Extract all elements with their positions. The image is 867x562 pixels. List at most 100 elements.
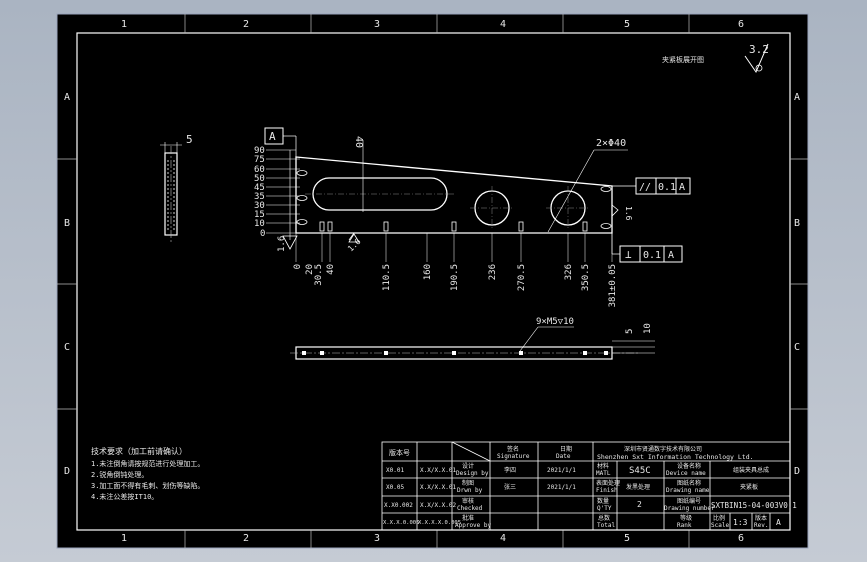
bottom-view: 9×M5▽10 5 10 [290, 317, 655, 360]
svg-text:X.X/X.X.01: X.X/X.X.01 [420, 467, 457, 474]
svg-text:组装夹具总成: 组装夹具总成 [733, 466, 769, 474]
zone-col-5-bottom: 5 [624, 533, 630, 544]
tb-scale-value: 1:3 [733, 518, 748, 527]
svg-text:Drwn by: Drwn by [457, 487, 483, 494]
svg-text:设计: 设计 [462, 462, 474, 470]
gdt-perpendicular: ⊥ 0.1 A [611, 233, 683, 263]
zone-col-5: 5 [624, 19, 630, 30]
technical-notes: 技术要求（加工前请确认） 1.未注倒角请按规范进行处理加工。 2.锐角倒钝处理。… [91, 446, 204, 501]
svg-text:SXTBIN15-04-003V0.1: SXTBIN15-04-003V0.1 [711, 501, 797, 510]
svg-text:MATL: MATL [596, 470, 611, 477]
tb-company-en: Shenzhen Sxt Information Technology Ltd. [597, 453, 754, 461]
svg-text:等级: 等级 [680, 514, 692, 522]
zone-row-b: B [64, 218, 70, 229]
note-line-3: 3.加工面不得有毛刺、划伤等缺陷。 [91, 481, 204, 490]
svg-text:3.2: 3.2 [749, 43, 769, 56]
svg-text:1.6: 1.6 [277, 236, 287, 252]
svg-text:X.X/X.X.01: X.X/X.X.01 [420, 484, 457, 491]
zone-col-4: 4 [500, 19, 506, 30]
bottom-dim-b: 10 [643, 323, 653, 334]
svg-text:批准: 批准 [462, 514, 474, 522]
bottom-dim-40: 40 [326, 264, 336, 275]
svg-text:版本: 版本 [755, 514, 767, 522]
svg-text:Drawing number: Drawing number [664, 505, 715, 512]
zone-row-a-right: A [794, 92, 800, 103]
svg-text:图纸名称: 图纸名称 [677, 479, 701, 487]
zone-row-a: A [64, 92, 70, 103]
bottom-dim-30-5: 30.5 [314, 264, 324, 286]
svg-text:0.1: 0.1 [643, 250, 661, 261]
left-height-60: 60 [254, 165, 265, 175]
zone-col-1-bottom: 1 [121, 533, 127, 544]
svg-text:Device name: Device name [666, 470, 706, 477]
svg-text:A: A [668, 250, 674, 261]
side-view: 5 [160, 133, 193, 242]
note-line-2: 2.锐角倒钝处理。 [91, 470, 148, 479]
svg-text:X.X.X.0.005: X.X.X.0.005 [383, 520, 419, 526]
bottom-dim-20: 20 [305, 264, 315, 275]
notes-title: 技术要求（加工前请确认） [91, 446, 187, 456]
svg-text:总数: 总数 [598, 514, 610, 522]
bottom-dim-0: 0 [293, 264, 303, 269]
bottom-dim-236: 236 [488, 264, 498, 280]
bottom-dim-381: 381±0.05 [608, 264, 618, 307]
tb-sig-en: Signature [497, 453, 530, 460]
tb-company-cn: 深圳市贤通数字技术有限公司 [624, 445, 702, 453]
svg-text:Checked: Checked [457, 505, 483, 512]
title-block [381, 441, 791, 531]
svg-text:夹紧板: 夹紧板 [740, 483, 758, 491]
zone-row-d-right: D [794, 466, 800, 477]
front-view: 2×Φ40 40 A [264, 127, 628, 250]
bottom-dim-190-5: 190.5 [450, 264, 460, 291]
svg-text:X0.01: X0.01 [386, 467, 404, 474]
svg-text:S45C: S45C [629, 466, 651, 476]
svg-text:X.X/X.X.02: X.X/X.X.02 [420, 502, 457, 509]
left-height-15: 15 [254, 210, 265, 220]
bottom-dim-326: 326 [564, 264, 574, 280]
tb-date-label: 日期 [560, 445, 572, 453]
zone-col-6: 6 [738, 19, 744, 30]
svg-text:张三: 张三 [504, 483, 516, 491]
zone-row-c-right: C [794, 342, 800, 353]
bottom-dim-350-5: 350.5 [581, 264, 591, 291]
datum-label: A [269, 130, 276, 143]
svg-text:1.6: 1.6 [624, 206, 633, 221]
zone-col-2: 2 [243, 19, 249, 30]
tb-col-version: 版本号 [389, 448, 410, 457]
zone-ticks [57, 14, 808, 548]
svg-text:Total: Total [597, 522, 615, 529]
svg-text:⊥: ⊥ [625, 248, 632, 261]
roughness-mark-left: 1.6 [277, 236, 287, 252]
svg-text:0.1: 0.1 [658, 182, 676, 193]
gdt-parallel: // 0.1 A [612, 177, 691, 195]
tb-sig-label: 签名 [507, 445, 519, 453]
left-height-75: 75 [254, 155, 265, 165]
svg-text:2021/1/1: 2021/1/1 [547, 484, 576, 491]
zone-row-b-right: B [794, 218, 800, 229]
svg-text:2: 2 [637, 500, 642, 509]
tb-date-en: Date [556, 453, 571, 460]
left-height-35: 35 [254, 192, 265, 202]
svg-text:材料: 材料 [597, 462, 609, 470]
zone-col-1: 1 [121, 19, 127, 30]
zone-col-4-bottom: 4 [500, 533, 506, 544]
svg-text:2021/1/1: 2021/1/1 [547, 467, 576, 474]
hole-callout: 2×Φ40 [596, 138, 626, 149]
bottom-dim-160: 160 [423, 264, 433, 280]
zone-col-6-bottom: 6 [738, 533, 744, 544]
svg-text:X0.05: X0.05 [386, 484, 404, 491]
svg-text:数量: 数量 [597, 497, 609, 505]
left-height-45: 45 [254, 183, 265, 193]
svg-text:制图: 制图 [462, 479, 474, 487]
left-height-50: 50 [254, 174, 265, 184]
svg-text:Scale: Scale [711, 522, 729, 529]
left-height-90: 90 [254, 146, 265, 156]
zone-row-d: D [64, 466, 70, 477]
svg-text:Design by: Design by [456, 470, 489, 477]
bottom-dim-a: 5 [625, 329, 635, 334]
svg-text:Drawing name: Drawing name [666, 487, 710, 494]
svg-text:设备名称: 设备名称 [677, 462, 701, 470]
sheet-outer-border [56, 13, 809, 549]
